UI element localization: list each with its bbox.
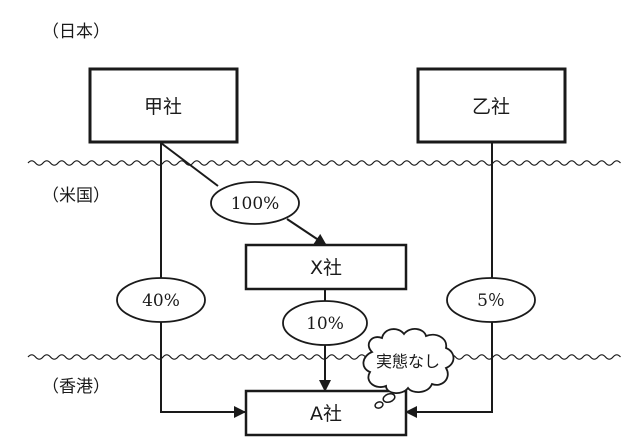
edge-otsu-to-a-arrow bbox=[405, 322, 493, 418]
ownership-value-kou-x: 100% bbox=[231, 194, 280, 214]
company-box-kou: 甲社 bbox=[88, 67, 239, 144]
ownership-badge-otsu-a: 5％ bbox=[446, 277, 536, 323]
region-label-hongkong: （香港） bbox=[42, 377, 110, 397]
edge-kou-to-a-arrow bbox=[160, 322, 246, 418]
ownership-value-kou-a: 40% bbox=[142, 291, 180, 311]
annotation-cloud: 実態なし bbox=[362, 328, 455, 409]
border-line-japan-usa bbox=[27, 160, 621, 166]
company-label-kou: 甲社 bbox=[144, 96, 182, 118]
ownership-value-otsu-a: 5％ bbox=[477, 291, 505, 311]
ownership-badge-kou-a: 40% bbox=[116, 277, 206, 323]
ownership-badge-x-a: 10% bbox=[282, 300, 368, 346]
company-box-a: A社 bbox=[244, 389, 408, 437]
cloud-bubble-small bbox=[374, 401, 384, 409]
cloud-shape bbox=[362, 328, 455, 394]
company-box-x: X社 bbox=[244, 243, 408, 291]
region-label-usa: （米国） bbox=[42, 186, 110, 206]
annotation-text: 実態なし bbox=[376, 352, 440, 371]
company-label-x: X社 bbox=[310, 257, 342, 279]
region-label-japan: （日本） bbox=[42, 22, 110, 42]
company-box-otsu: 乙社 bbox=[416, 67, 567, 144]
ownership-badge-kou-x: 100% bbox=[210, 181, 300, 225]
company-label-a: A社 bbox=[310, 403, 342, 425]
cloud-bubble-large bbox=[382, 392, 396, 404]
edge-kou-to-x-upper bbox=[160, 142, 219, 187]
edge-kou-to-x-arrow bbox=[286, 218, 327, 246]
ownership-value-x-a: 10% bbox=[306, 314, 344, 334]
company-label-otsu: 乙社 bbox=[472, 96, 510, 118]
